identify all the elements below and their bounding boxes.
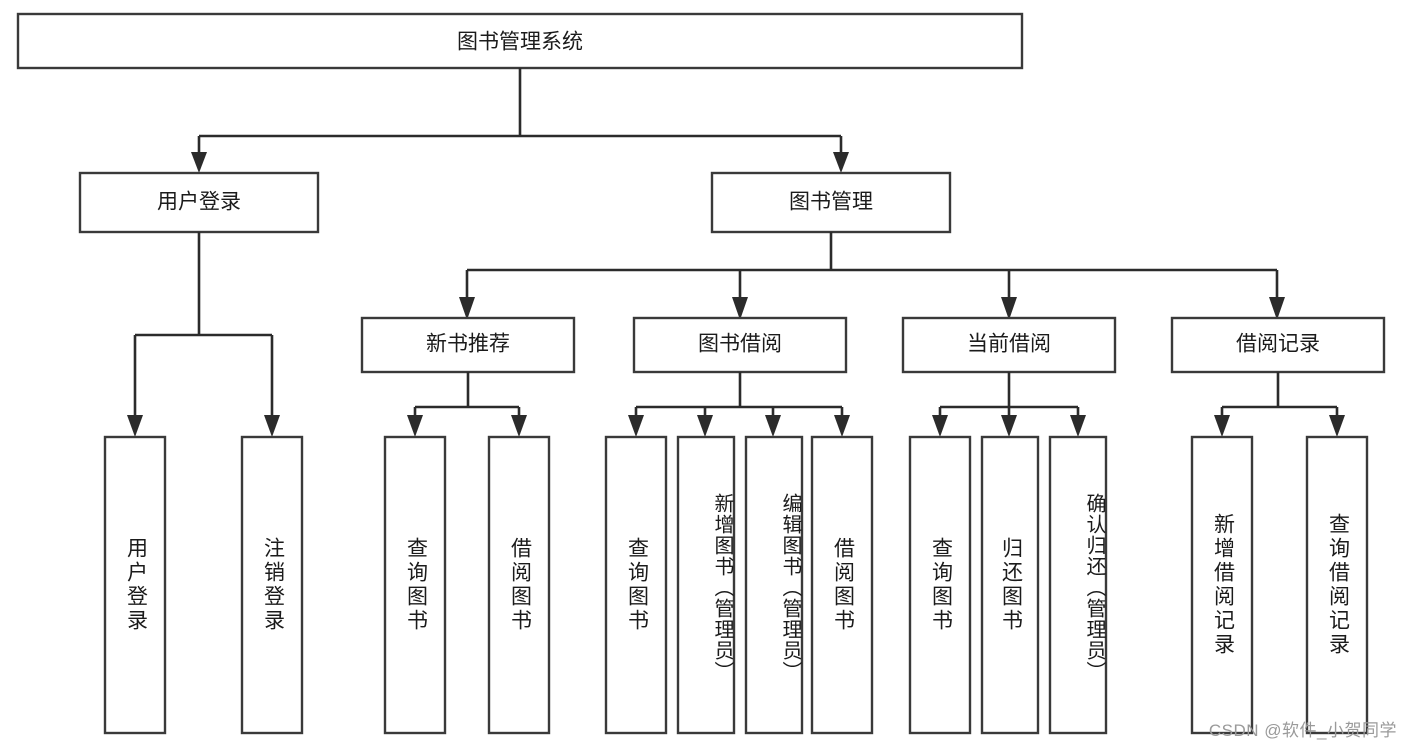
- node-borrow-record[interactable]: 借阅记录: [1170, 316, 1386, 374]
- node-book-borrow[interactable]: 图书借阅: [632, 316, 848, 374]
- leaf-box-logout[interactable]: [240, 435, 304, 735]
- node-new-book-rec[interactable]: 新书推荐: [360, 316, 576, 374]
- connector-root-to-level2: [191, 68, 849, 173]
- leaf-label-add-record: 新增借阅记录: [1211, 513, 1235, 657]
- root-box: [16, 12, 1024, 70]
- new-book-rec-label: 新书推荐: [426, 333, 510, 356]
- user-login-label: 用户登录: [157, 191, 241, 214]
- leaf-box-query-record[interactable]: [1305, 435, 1369, 735]
- leaf-label-borrow-book-2: 借阅图书: [831, 537, 855, 633]
- leaf-label-logout: 注销登录: [261, 537, 285, 633]
- leaf-box-confirm-return[interactable]: [1048, 435, 1108, 735]
- current-borrow-label: 当前借阅: [967, 333, 1051, 356]
- connector-book-manage-to-level3: [459, 232, 1285, 320]
- node-root[interactable]: 图书管理系统: [16, 12, 1024, 70]
- node-user-login[interactable]: 用户登录: [78, 171, 320, 234]
- leaf-label-confirm-return: 确认归还（管理员）: [1083, 492, 1105, 682]
- leaf-label-query-book-3: 查询图书: [929, 537, 953, 633]
- book-borrow-box: [632, 316, 848, 374]
- leaf-box-add-book[interactable]: [676, 435, 736, 735]
- csdn-watermark: CSDN @软件_小贺同学: [1208, 721, 1397, 740]
- leaf-label-borrow-book-1: 借阅图书: [508, 537, 532, 633]
- connector-new-book-rec-to-leaves: [407, 372, 527, 437]
- leaf-box-add-record[interactable]: [1190, 435, 1254, 735]
- book-manage-label: 图书管理: [789, 191, 873, 214]
- leaf-box-borrow-book-1[interactable]: [487, 435, 551, 735]
- leaf-box-query-book-1[interactable]: [383, 435, 447, 735]
- connector-current-borrow-to-leaves: [932, 372, 1086, 437]
- leaf-label-edit-book: 编辑图书（管理员）: [779, 492, 801, 682]
- root-label: 图书管理系统: [457, 31, 583, 54]
- leaf-box-query-book-3[interactable]: [908, 435, 972, 735]
- connector-user-login-to-leaves: [127, 232, 280, 437]
- leaf-box-borrow-book-2[interactable]: [810, 435, 874, 735]
- leaf-boxes-group: [103, 435, 1369, 735]
- node-current-borrow[interactable]: 当前借阅: [901, 316, 1117, 374]
- leaf-box-query-book-2[interactable]: [604, 435, 668, 735]
- connector-borrow-record-to-leaves: [1214, 372, 1345, 437]
- node-book-manage[interactable]: 图书管理: [710, 171, 952, 234]
- book-borrow-label: 图书借阅: [698, 333, 782, 356]
- connector-book-borrow-to-leaves: [628, 372, 850, 437]
- leaf-box-user-login[interactable]: [103, 435, 167, 735]
- user-login-box: [78, 171, 320, 234]
- leaf-label-query-record: 查询借阅记录: [1326, 513, 1350, 657]
- new-book-rec-box: [360, 316, 576, 374]
- leaf-label-query-book-1: 查询图书: [404, 537, 428, 633]
- leaf-label-query-book-2: 查询图书: [625, 537, 649, 633]
- borrow-record-box: [1170, 316, 1386, 374]
- leaf-label-return-book: 归还图书: [999, 537, 1023, 633]
- borrow-record-label: 借阅记录: [1236, 333, 1320, 356]
- leaf-box-edit-book[interactable]: [744, 435, 804, 735]
- leaf-label-add-book: 新增图书（管理员）: [711, 492, 733, 682]
- leaf-box-return-book[interactable]: [980, 435, 1040, 735]
- leaf-label-user-login: 用户登录: [124, 537, 148, 633]
- book-manage-box: [710, 171, 952, 234]
